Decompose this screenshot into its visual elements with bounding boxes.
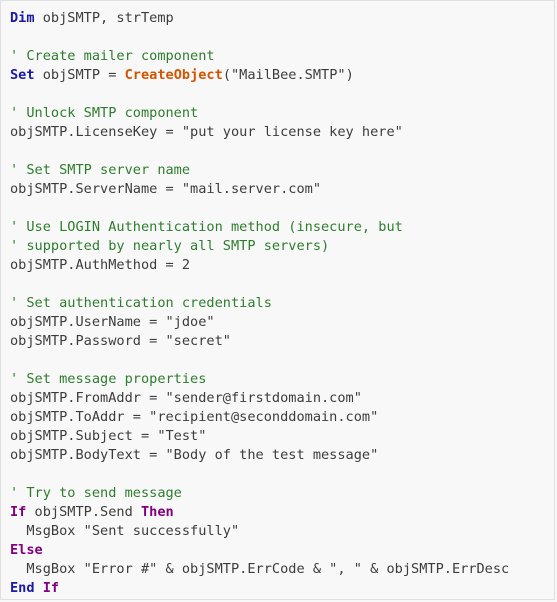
code-line: ​ [10,85,509,104]
code-line: objSMTP.Password = "secret" [10,332,509,351]
code-text: objSMTP.Subject = "Test" [10,428,207,444]
code-text: objSMTP, strTemp [34,10,174,26]
code-line: ' Unlock SMTP component [10,104,509,123]
code-text: objSMTP.AuthMethod = 2 [10,257,191,273]
code-line: ' Set authentication credentials [10,294,509,313]
code-keyword: Else [10,542,43,558]
code-text: objSMTP.Password = "secret" [10,333,231,349]
code-line: objSMTP.ServerName = "mail.server.com" [10,180,509,199]
code-line: ​ [10,275,509,294]
code-comment: ' Set message properties [10,371,207,387]
code-comment: ' Unlock SMTP component [10,105,199,121]
code-comment: ' supported by nearly all SMTP servers) [10,238,330,254]
code-line: objSMTP.AuthMethod = 2 [10,256,509,275]
code-text: objSMTP.UserName = "jdoe" [10,314,215,330]
code-text: objSMTP.BodyText = "Body of the test mes… [10,447,379,463]
code-listing[interactable]: Dim objSMTP, strTemp​' Create mailer com… [10,9,509,598]
code-text: ("MailBee.SMTP") [222,67,354,83]
code-text: objSMTP.Send [26,504,141,520]
code-text: objSMTP.LicenseKey = "put your license k… [10,124,403,140]
code-line: Dim objSMTP, strTemp [10,9,509,28]
code-line: ' supported by nearly all SMTP servers) [10,237,509,256]
code-keyword: If [42,580,60,596]
code-keyword: Set [10,67,35,83]
code-comment: ' Set authentication credentials [10,295,272,311]
code-comment: ' Use LOGIN Authentication method (insec… [10,219,403,235]
code-line: ' Set message properties [10,370,509,389]
code-line: objSMTP.Subject = "Test" [10,427,509,446]
code-keyword: End [10,580,35,596]
code-line: ' Create mailer component [10,47,509,66]
code-line: objSMTP.UserName = "jdoe" [10,313,509,332]
code-line: objSMTP.LicenseKey = "put your license k… [10,123,509,142]
code-line: ' Try to send message [10,484,509,503]
code-line: ​ [10,142,509,161]
code-text: objSMTP.ServerName = "mail.server.com" [10,181,321,197]
code-text: MsgBox "Sent successfully" [10,523,240,539]
code-line: Else [10,541,509,560]
code-line: Set objSMTP = CreateObject("MailBee.SMTP… [10,66,509,85]
code-text [35,580,43,596]
code-line: End If [10,579,509,598]
code-text: objSMTP.FromAddr = "sender@firstdomain.c… [10,390,362,406]
code-line: ​ [10,199,509,218]
code-line: ' Set SMTP server name [10,161,509,180]
code-line: objSMTP.BodyText = "Body of the test mes… [10,446,509,465]
code-line: ​ [10,465,509,484]
code-line: MsgBox "Sent successfully" [10,522,509,541]
code-line: MsgBox "Error #" & objSMTP.ErrCode & ", … [10,560,509,579]
code-keyword: Then [140,504,174,520]
code-text: objSMTP.ToAddr = "recipient@seconddomain… [10,409,379,425]
code-text: objSMTP = [34,67,125,83]
code-line: objSMTP.ToAddr = "recipient@seconddomain… [10,408,509,427]
code-line: ' Use LOGIN Authentication method (insec… [10,218,509,237]
code-keyword: If [10,504,27,520]
code-comment: ' Create mailer component [10,48,215,64]
code-line: ​ [10,351,509,370]
code-line: ​ [10,28,509,47]
code-line: objSMTP.FromAddr = "sender@firstdomain.c… [10,389,509,408]
code-function-name: CreateObject [124,67,223,83]
code-line: If objSMTP.Send Then [10,503,509,522]
code-keyword: Dim [10,10,35,26]
code-comment: ' Try to send message [10,485,182,501]
code-text: MsgBox "Error #" & objSMTP.ErrCode & ", … [10,561,510,577]
code-comment: ' Set SMTP server name [10,162,191,178]
